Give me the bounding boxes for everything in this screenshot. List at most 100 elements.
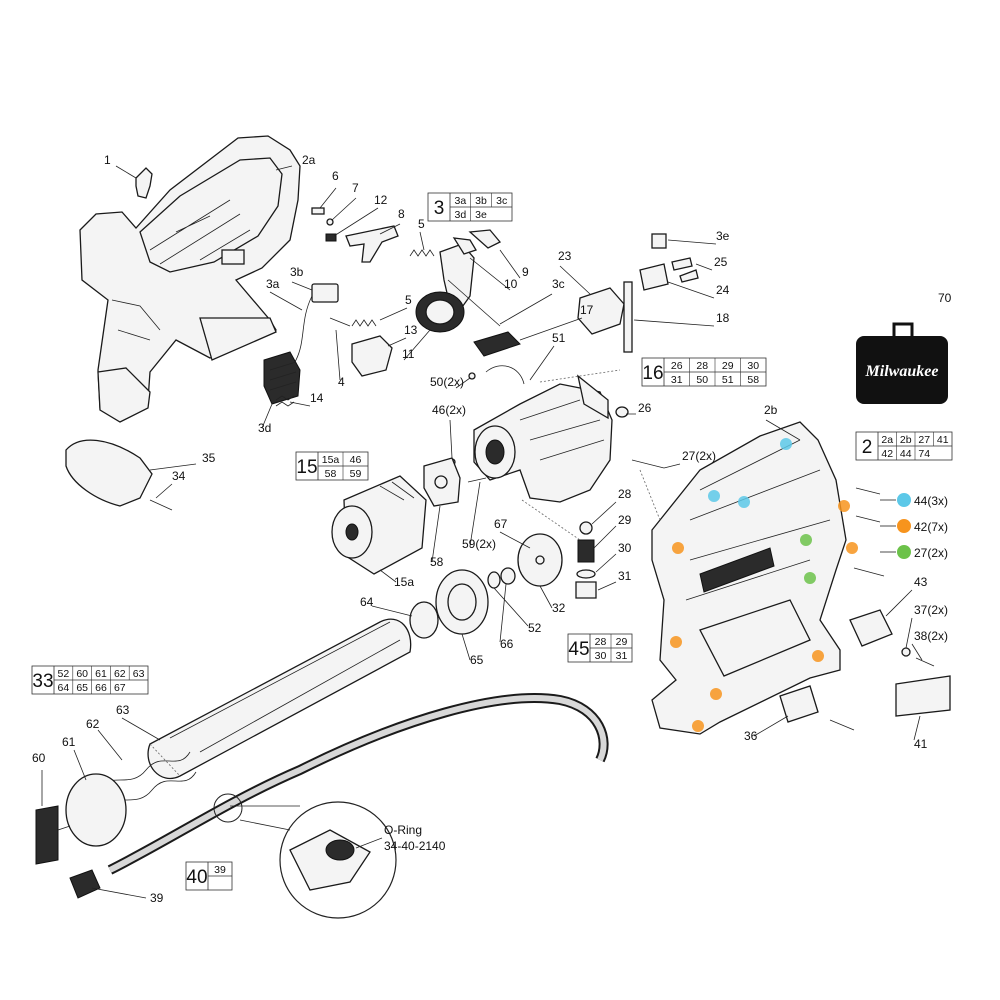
kit-number: 16 (642, 363, 663, 384)
part-61-follower (65, 773, 127, 847)
part-23-cap (577, 287, 625, 335)
marker-green (804, 572, 816, 584)
callout-3c: 3c (552, 277, 565, 291)
marker-blue (708, 490, 720, 502)
callout-35: 35 (202, 451, 216, 465)
callout-18: 18 (716, 311, 730, 325)
part-3b-connector (311, 283, 339, 303)
callout-70: 70 (938, 291, 952, 305)
callout-28: 28 (618, 487, 632, 501)
kit-number: 15 (296, 457, 317, 478)
kit-cell: 46 (350, 454, 362, 466)
fastener-markers (670, 438, 858, 732)
callout-502x: 50(2x) (430, 375, 464, 389)
part-30-washer (576, 569, 596, 579)
callout-12: 12 (374, 193, 388, 207)
marker-blue (780, 438, 792, 450)
callout-60: 60 (32, 751, 46, 765)
callout-15a: 15a (394, 575, 414, 589)
part-13-bracket (351, 335, 393, 377)
kit-cell: 50 (696, 374, 708, 386)
callout-14: 14 (310, 391, 324, 405)
callout-5: 5 (418, 217, 425, 231)
marker-blue (738, 496, 750, 508)
kit-cell: 59 (350, 468, 362, 480)
callout-11: 11 (402, 347, 415, 361)
callout-58: 58 (430, 555, 444, 569)
marker-orange (692, 720, 704, 732)
marker-orange (670, 636, 682, 648)
callout-3a: 3a (266, 277, 280, 291)
kit-cell: 44 (900, 448, 912, 460)
kit-number: 3 (434, 198, 445, 219)
part-15a-motor (331, 475, 427, 575)
part-18-rod (623, 281, 633, 353)
callout-51: 51 (552, 331, 566, 345)
callout-2a: 2a (302, 153, 316, 167)
kit-cell: 41 (937, 434, 949, 446)
part-17-plate (473, 331, 521, 357)
callout-3b: 3b (290, 265, 304, 279)
marker-orange (846, 542, 858, 554)
part-70-carry-case: Milwaukee (856, 322, 948, 404)
kit-cell: 58 (747, 374, 759, 386)
oring-detail-inset (213, 793, 397, 919)
callout-64: 64 (360, 595, 374, 609)
callout-30: 30 (618, 541, 632, 555)
oring-label-line1: O-Ring (384, 823, 422, 837)
callout-4: 4 (338, 375, 345, 389)
part-12 (325, 233, 337, 242)
legend-label: 44(3x) (914, 494, 948, 508)
part-29-spring (577, 539, 595, 563)
part-26 (615, 406, 629, 418)
kit-number: 2 (862, 437, 873, 458)
part-5-spring (409, 249, 435, 257)
legend-dot-green (897, 545, 911, 559)
part-25-pins (671, 257, 699, 283)
kit-cell: 65 (76, 682, 88, 694)
callout-34: 34 (172, 469, 186, 483)
marker-orange (710, 688, 722, 700)
callout-23: 23 (558, 249, 572, 263)
callout-592x: 59(2x) (462, 537, 496, 551)
part-43-clip (849, 609, 893, 647)
callout-67: 67 (494, 517, 508, 531)
kit-number: 45 (568, 639, 589, 660)
callout-3d: 3d (258, 421, 271, 435)
brand-logo-text: Milwaukee (865, 363, 939, 380)
marker-orange (838, 500, 850, 512)
kit-cell: 39 (214, 864, 226, 876)
part-3e (651, 233, 667, 249)
part-38-screw (915, 657, 935, 667)
marker-orange (672, 542, 684, 554)
part-6-pin (311, 207, 325, 215)
kit-cell: 52 (58, 668, 70, 680)
callout-52: 52 (528, 621, 542, 635)
kit-cell: 51 (722, 374, 734, 386)
callout-29: 29 (618, 513, 632, 527)
callout-32: 32 (552, 601, 566, 615)
kit-cell: 26 (671, 360, 683, 372)
kit-cell: 74 (918, 448, 930, 460)
callout-382x: 38(2x) (914, 629, 948, 643)
part-63-barrel (147, 618, 412, 779)
part-60-handle (35, 805, 59, 865)
callout-8: 8 (398, 207, 405, 221)
housing-half-2b (651, 421, 847, 735)
callout-9: 9 (522, 265, 529, 279)
callout-26: 26 (638, 401, 652, 415)
part-4-screw (329, 317, 351, 327)
callout-17: 17 (580, 303, 594, 317)
oring-label-line2: 34-40-2140 (384, 839, 446, 853)
callout-31: 31 (618, 569, 632, 583)
callout-39: 39 (150, 891, 164, 905)
part-34-screw (149, 499, 173, 511)
